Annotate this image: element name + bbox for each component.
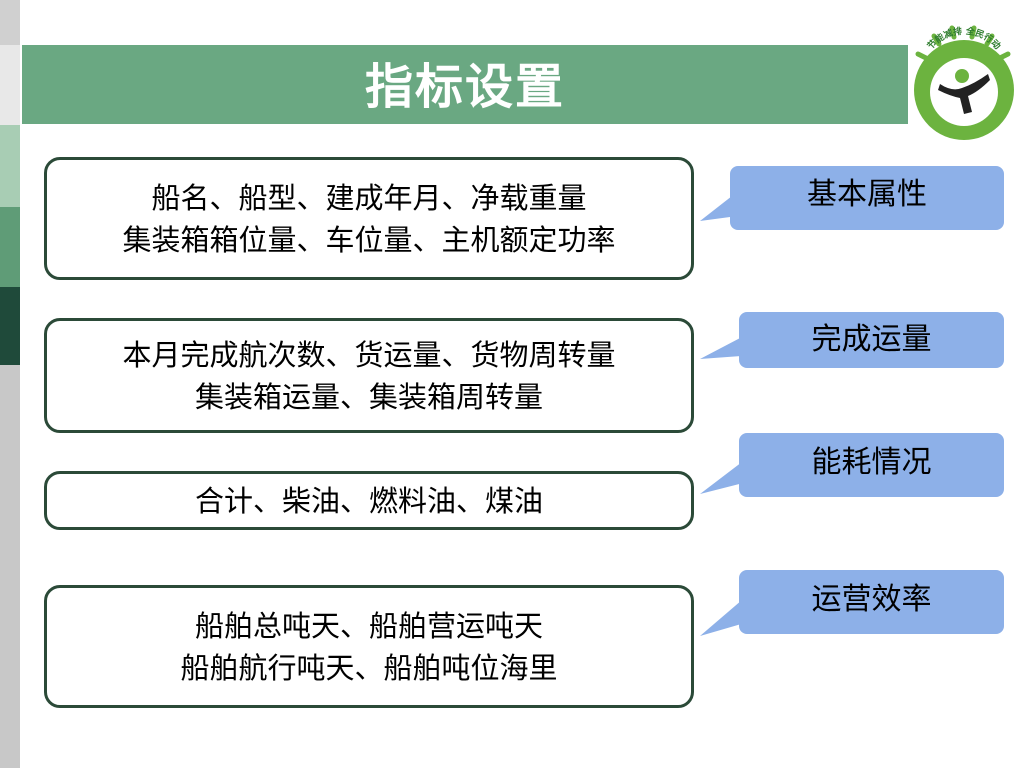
callout-energy-consumption: 能耗情况	[739, 433, 1004, 497]
content-box-operating-efficiency: 船舶总吨天、船舶营运吨天 船舶航行吨天、船舶吨位海里	[44, 585, 694, 708]
slide-title: 指标设置	[364, 59, 565, 115]
light-rays-icon	[915, 25, 1011, 61]
content-box-transport-volume: 本月完成航次数、货运量、货物周转量 集装箱运量、集装箱周转量	[44, 318, 694, 433]
callout-label: 基本属性	[807, 177, 927, 212]
content-line: 合计、柴油、燃料油、煤油	[194, 483, 543, 518]
callout-label: 能耗情况	[811, 445, 932, 480]
left-accent-strip	[0, 287, 20, 365]
left-accent-strip	[0, 45, 20, 125]
content-box-energy-consumption: 合计、柴油、燃料油、煤油	[44, 471, 694, 530]
title-bar: 指标设置	[22, 45, 908, 124]
running-figure-icon	[938, 69, 990, 114]
callout-label: 完成运量	[811, 322, 932, 357]
left-accent-strip	[0, 207, 20, 287]
content-line: 本月完成航次数、货运量、货物周转量	[122, 337, 616, 372]
content-line: 船舶总吨天、船舶营运吨天	[194, 608, 543, 643]
content-line: 集装箱箱位量、车位量、主机额定功率	[122, 222, 616, 257]
content-box-basic-attributes: 船名、船型、建成年月、净载重量 集装箱箱位量、车位量、主机额定功率	[44, 157, 694, 280]
callout-basic-attributes: 基本属性	[730, 166, 1004, 230]
callout-operating-efficiency: 运营效率	[739, 570, 1004, 634]
energy-saving-logo: 节能减排 全民行动	[914, 25, 1014, 140]
callout-transport-volume: 完成运量	[739, 312, 1004, 368]
content-line: 集装箱运量、集装箱周转量	[194, 379, 543, 414]
left-accent-strip	[0, 0, 20, 45]
left-accent-strip	[0, 125, 20, 207]
left-accent-strip	[0, 365, 20, 768]
callout-label: 运营效率	[811, 582, 932, 617]
content-line: 船名、船型、建成年月、净载重量	[151, 180, 587, 215]
content-line: 船舶航行吨天、船舶吨位海里	[180, 650, 558, 685]
